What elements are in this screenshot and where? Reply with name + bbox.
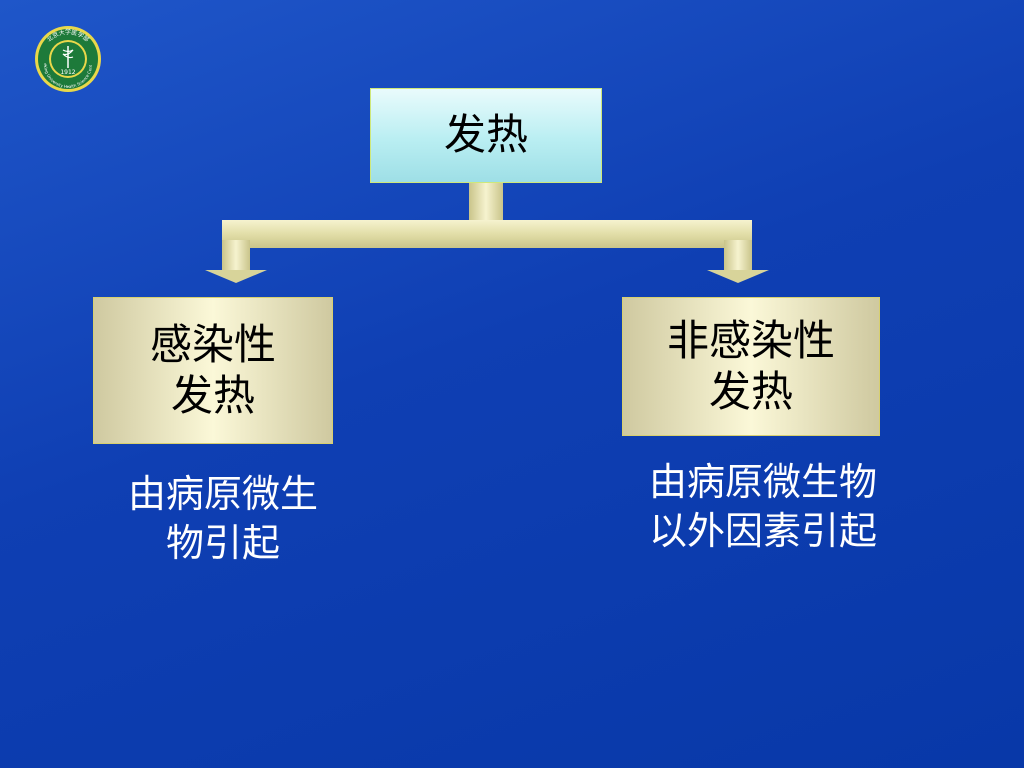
university-seal-icon: 北京大学医学部 Peking University Health Science… xyxy=(29,20,106,94)
right-node-label: 非感染性 发热 xyxy=(666,316,835,416)
connector-left-drop xyxy=(222,240,250,270)
seal-year: 1912 xyxy=(60,69,75,76)
root-node-label: 发热 xyxy=(443,110,528,160)
connector-bar xyxy=(222,220,752,248)
connector-right-arrowhead xyxy=(707,270,769,283)
connector-right-drop xyxy=(724,240,752,270)
right-node-description: 由病原微生物 以外因素引起 xyxy=(648,460,877,554)
connector-stem xyxy=(469,183,503,221)
right-node: 非感染性 发热 xyxy=(622,297,880,436)
connector-left-arrowhead xyxy=(205,270,267,283)
left-node: 感染性 发热 xyxy=(93,297,333,444)
left-node-label: 感染性 发热 xyxy=(149,320,276,420)
root-node: 发热 xyxy=(370,88,602,183)
left-node-description: 由病原微生 物引起 xyxy=(127,472,318,566)
